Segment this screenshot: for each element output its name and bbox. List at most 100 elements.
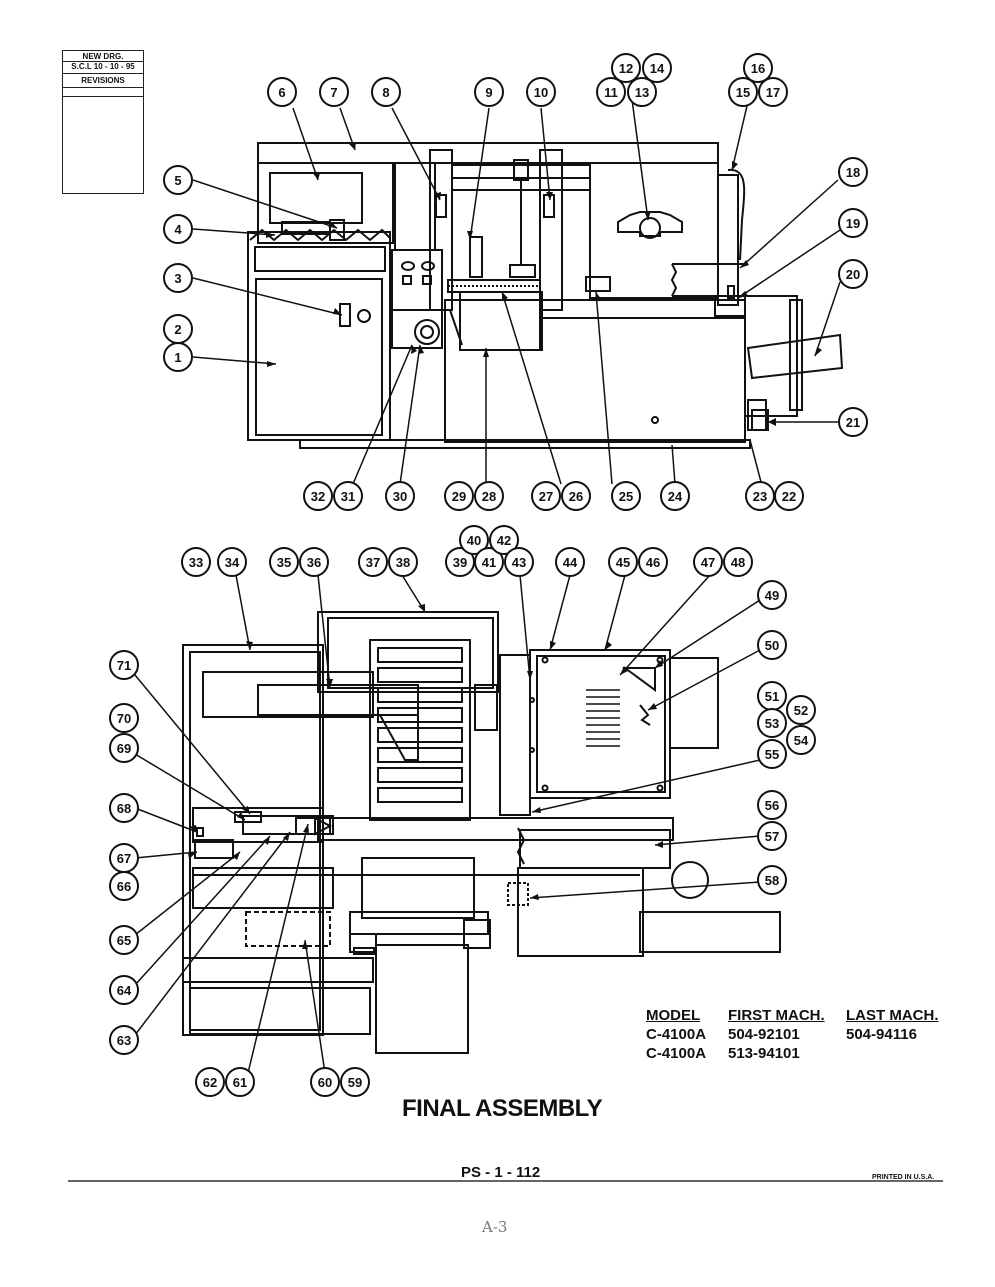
callout-circle — [269, 547, 299, 577]
footer-rule — [68, 1180, 943, 1182]
callout-label: 41 — [482, 555, 496, 570]
callout-4: 4 — [163, 214, 193, 244]
callout-circle — [474, 547, 504, 577]
callout-label: 6 — [278, 85, 285, 100]
callout-circle — [757, 739, 787, 769]
callout-50: 50 — [757, 630, 787, 660]
callout-15: 15 — [728, 77, 758, 107]
callout-label: 61 — [233, 1075, 247, 1090]
callout-circle — [163, 263, 193, 293]
callout-16: 16 — [743, 53, 773, 83]
table — [459, 291, 543, 351]
callout-label: 62 — [203, 1075, 217, 1090]
top-plan-view — [182, 611, 781, 1054]
page-number: PS - 1 - 112 — [461, 1164, 541, 1181]
callout-70: 70 — [109, 703, 139, 733]
callout-circle — [757, 865, 787, 895]
callout-label: 60 — [318, 1075, 332, 1090]
callout-label: 71 — [117, 658, 131, 673]
callout-54: 54 — [786, 725, 816, 755]
callout-label: 67 — [117, 851, 131, 866]
callout-58: 58 — [757, 865, 787, 895]
callout-label: 36 — [307, 555, 321, 570]
callout-circle — [838, 407, 868, 437]
callout-label: 35 — [277, 555, 291, 570]
callout-12: 12 — [611, 53, 641, 83]
callout-label: 46 — [646, 555, 660, 570]
callout-48: 48 — [723, 547, 753, 577]
callout-circle — [474, 481, 504, 511]
callout-circle — [303, 481, 333, 511]
callout-circle — [757, 790, 787, 820]
callout-circle — [786, 725, 816, 755]
callout-circle — [638, 547, 668, 577]
callout-circle — [489, 525, 519, 555]
callout-label: 45 — [616, 555, 630, 570]
callout-62: 62 — [195, 1067, 225, 1097]
callout-18: 18 — [838, 157, 868, 187]
callout-32: 32 — [303, 481, 333, 511]
callout-label: 1 — [174, 350, 181, 365]
revision-block: NEW DRG. S.C.L 10 - 10 - 95 REVISIONS — [62, 50, 144, 194]
callout-8: 8 — [371, 77, 401, 107]
callout-14: 14 — [642, 53, 672, 83]
callout-22: 22 — [774, 481, 804, 511]
callout-66: 66 — [109, 871, 139, 901]
callout-label: 65 — [117, 933, 131, 948]
callout-24: 24 — [660, 481, 690, 511]
callout-13: 13 — [627, 77, 657, 107]
callout-circle — [217, 547, 247, 577]
callout-label: 68 — [117, 801, 131, 816]
callout-label: 47 — [701, 555, 715, 570]
callout-label: 34 — [225, 555, 240, 570]
callout-label: 37 — [366, 555, 380, 570]
callout-circle — [561, 481, 591, 511]
callout-circle — [109, 925, 139, 955]
drawing-title: FINAL ASSEMBLY — [402, 1095, 603, 1122]
callout-1: 1 — [163, 342, 193, 372]
callout-label: 11 — [604, 85, 618, 100]
callout-circle — [838, 208, 868, 238]
chute — [746, 333, 844, 380]
printed-note: PRINTED IN U.S.A. — [872, 1174, 935, 1181]
callout-33: 33 — [181, 547, 211, 577]
revision-line-2: S.C.L 10 - 10 - 95 — [63, 62, 143, 74]
callout-circle — [838, 259, 868, 289]
callout-42: 42 — [489, 525, 519, 555]
callout-label: 3 — [174, 271, 181, 286]
callout-circle — [388, 547, 418, 577]
callout-64: 64 — [109, 975, 139, 1005]
callout-label: 16 — [751, 61, 765, 76]
callout-label: 64 — [117, 983, 132, 998]
callout-circle — [596, 77, 626, 107]
callout-label: 10 — [534, 85, 548, 100]
callout-label: 4 — [174, 222, 182, 237]
callout-37: 37 — [358, 547, 388, 577]
callout-2: 2 — [163, 314, 193, 344]
callout-label: 66 — [117, 879, 131, 894]
callout-label: 48 — [731, 555, 745, 570]
callout-circle — [757, 821, 787, 851]
callout-circle — [109, 1025, 139, 1055]
callout-circle — [371, 77, 401, 107]
callout-circle — [608, 547, 638, 577]
callout-44: 44 — [555, 547, 585, 577]
cell-last-mach: 504-94116 — [846, 1026, 917, 1043]
callout-circle — [109, 650, 139, 680]
callout-53: 53 — [757, 708, 787, 738]
callout-label: 20 — [846, 267, 860, 282]
callout-31: 31 — [333, 481, 363, 511]
callout-label: 42 — [497, 533, 511, 548]
callout-label: 32 — [311, 489, 325, 504]
callout-circle — [758, 77, 788, 107]
callout-label: 14 — [650, 61, 665, 76]
callout-label: 18 — [846, 165, 860, 180]
cabinet — [247, 231, 391, 441]
callout-47: 47 — [693, 547, 723, 577]
callout-circle — [504, 547, 534, 577]
callout-label: 55 — [765, 747, 779, 762]
callout-label: 59 — [348, 1075, 362, 1090]
callout-circle — [109, 793, 139, 823]
cell-first-mach: 504-92101 — [728, 1026, 800, 1043]
callout-11: 11 — [596, 77, 626, 107]
